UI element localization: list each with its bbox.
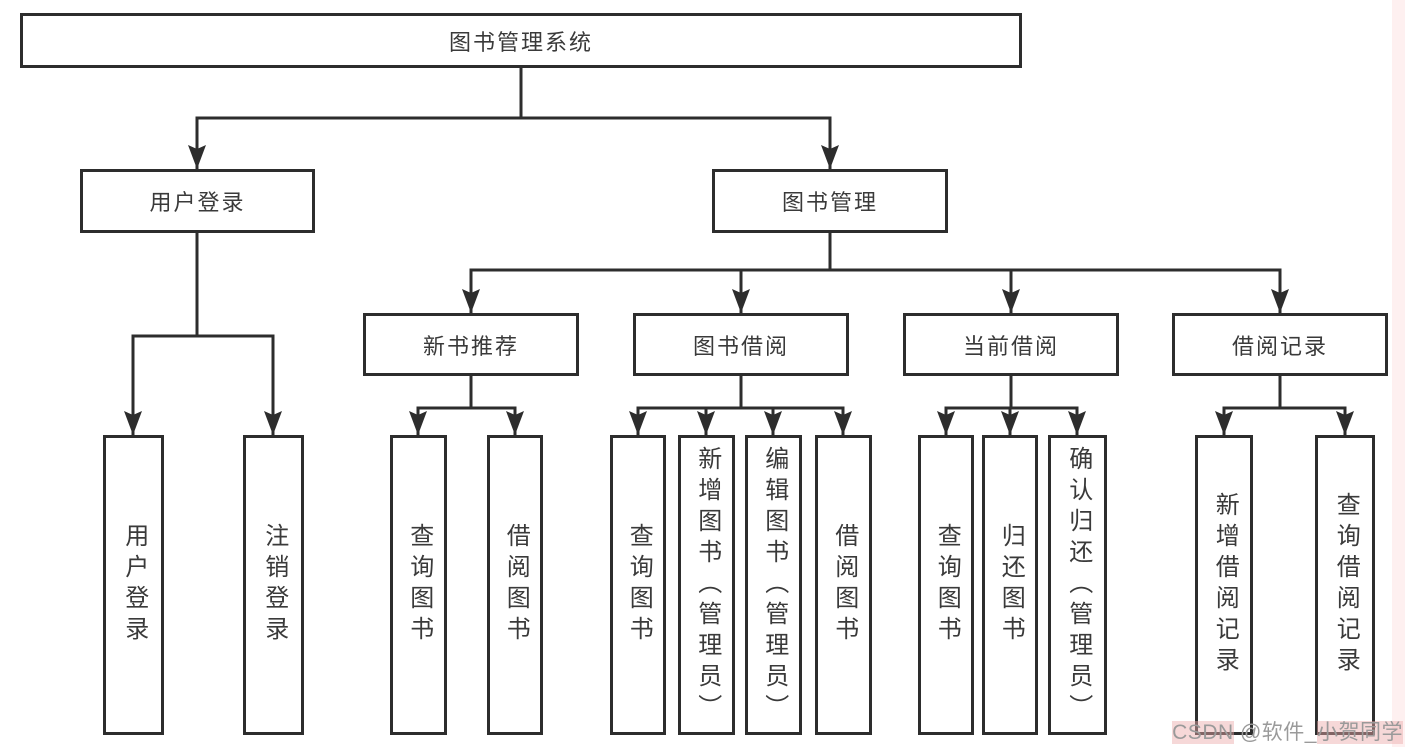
- leaf-confirm-return-admin: 确认归还（管理员）: [1048, 435, 1107, 735]
- leaf-query-books-recommend-label: 查询图书: [405, 523, 433, 647]
- node-new-book-recommend: 新书推荐: [363, 313, 579, 376]
- leaf-confirm-return-admin-label: 确认归还（管理员）: [1064, 445, 1092, 725]
- leaf-query-books-borrow: 查询图书: [610, 435, 666, 735]
- leaf-add-borrow-record: 新增借阅记录: [1195, 435, 1253, 735]
- leaf-query-borrow-record-label: 查询借阅记录: [1332, 492, 1360, 678]
- leaf-user-login: 用户登录: [103, 435, 164, 735]
- leaf-edit-book-admin: 编辑图书（管理员）: [745, 435, 802, 735]
- leaf-user-login-label: 用户登录: [120, 523, 148, 647]
- leaf-borrow-books-label: 借阅图书: [830, 523, 858, 647]
- node-book-management-branch: 图书管理: [712, 169, 948, 233]
- leaf-query-books-current-label: 查询图书: [933, 523, 961, 647]
- leaf-query-books-current: 查询图书: [918, 435, 974, 735]
- leaf-borrow-books: 借阅图书: [815, 435, 872, 735]
- leaf-add-book-admin: 新增图书（管理员）: [678, 435, 735, 735]
- node-user-login-branch: 用户登录: [80, 169, 315, 233]
- leaf-add-book-admin-label: 新增图书（管理员）: [693, 445, 721, 725]
- leaf-add-borrow-record-label: 新增借阅记录: [1211, 492, 1239, 678]
- leaf-borrow-books-recommend-label: 借阅图书: [502, 523, 530, 647]
- watermark-edge-tint: [1392, 0, 1405, 747]
- leaf-query-books-borrow-label: 查询图书: [625, 523, 653, 647]
- node-borrow-records: 借阅记录: [1172, 313, 1388, 376]
- leaf-borrow-books-recommend: 借阅图书: [487, 435, 543, 735]
- csdn-watermark: CSDN @软件_小贺同学: [1172, 716, 1403, 746]
- leaf-query-borrow-record: 查询借阅记录: [1315, 435, 1375, 735]
- arrowheads: [124, 145, 1354, 435]
- leaf-query-books-recommend: 查询图书: [390, 435, 447, 735]
- node-current-borrow: 当前借阅: [903, 313, 1119, 376]
- csdn-watermark-username: 小贺同学: [1317, 721, 1403, 744]
- csdn-watermark-handle: @软件_: [1233, 721, 1317, 744]
- leaf-return-books: 归还图书: [982, 435, 1038, 735]
- leaf-edit-book-admin-label: 编辑图书（管理员）: [760, 445, 788, 725]
- leaf-logout-label: 注销登录: [260, 523, 288, 647]
- csdn-watermark-brand: CSDN: [1172, 721, 1234, 744]
- node-root-system: 图书管理系统: [20, 13, 1022, 68]
- node-book-borrow: 图书借阅: [633, 313, 849, 376]
- leaf-logout: 注销登录: [243, 435, 304, 735]
- leaf-return-books-label: 归还图书: [997, 523, 1025, 647]
